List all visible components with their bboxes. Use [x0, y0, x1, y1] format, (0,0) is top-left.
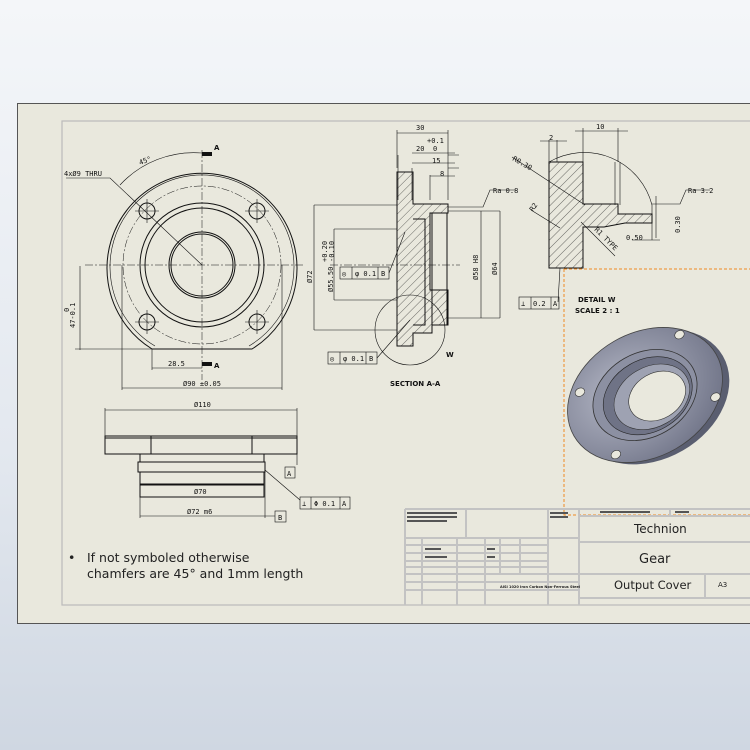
section-title: SECTION A-A [390, 380, 441, 388]
svg-text:◎: ◎ [330, 355, 335, 363]
dim-72m6: Ø72 m6 [187, 508, 212, 516]
svg-text:φ 0.1: φ 0.1 [343, 355, 364, 363]
svg-text:Φ 0.1: Φ 0.1 [314, 500, 335, 508]
svg-text:•: • [68, 550, 75, 565]
dim-64: Ø64 [491, 262, 499, 275]
height-dim: 47-0.1 [69, 303, 77, 328]
dim-70: Ø70 [194, 488, 207, 496]
dim-bore-tol-upper: +0.20 [321, 241, 329, 262]
note-line-1: If not symboled otherwise [87, 550, 250, 565]
side-view: Ø110 Ø70 Ø72 m6 A B ⊥ Φ 0.1 A [104, 401, 351, 523]
r2-label: R2 [528, 202, 539, 214]
svg-text:⊥: ⊥ [302, 500, 306, 508]
dim-10: 10 [596, 123, 604, 131]
front-view: 4xØ9 THRU 45° A A 47-0.1 0 28.5 Ø90 ±0.0… [63, 144, 305, 390]
dim-110: Ø110 [194, 401, 211, 409]
dim-bore-tol-lower: -0.10 [328, 241, 336, 262]
dim-15: 15 [432, 157, 440, 165]
note-line-2: chamfers are 45° and 1mm length [87, 566, 303, 581]
svg-text:B: B [369, 355, 373, 363]
detail-view: 2 10 R0.30 R2 R1 TYPE Ra 3.2 0.50 0.30 ⊥… [511, 123, 713, 315]
material: AISI 1020 Iron Carbon Non-Ferrous Steel [500, 585, 580, 589]
detail-scale: SCALE 2 : 1 [575, 307, 620, 315]
perpendicularity-frame: ⊥ 0.2 A [518, 296, 560, 310]
datum-b: B [278, 514, 282, 522]
dim-050: 0.50 [626, 234, 643, 242]
svg-text:⊥: ⊥ [521, 300, 525, 308]
section-marker-top: A [214, 144, 220, 152]
dim-030: 0.30 [674, 216, 682, 233]
dim-8: 8 [440, 170, 444, 178]
bolt-holes [135, 199, 269, 334]
general-notes: • If not symboled otherwise chamfers are… [68, 550, 303, 581]
r030-label: R0.30 [511, 155, 533, 172]
dim-72: Ø72 [306, 270, 314, 283]
isometric-view[interactable] [543, 298, 750, 494]
angle-dim: 45° [138, 155, 153, 167]
dim-2: 2 [549, 134, 553, 142]
dim-20-tol-lower: 0 [433, 145, 437, 153]
part-name: Output Cover [614, 578, 692, 592]
drawing-border [61, 120, 750, 606]
dim-20: 20 [416, 145, 424, 153]
dim-58: Ø58 H8 [472, 255, 480, 280]
section-view: 30 +0.1 20 0 15 8 Ra 0.8 Ø72 Ø55.50 +0.2… [306, 124, 518, 388]
offset-dim: 28.5 [168, 360, 185, 368]
detail-marker: W [446, 351, 454, 359]
concentricity-frame-2: ◎ φ 0.1 B [327, 319, 411, 365]
title-block: Technion Gear Output Cover A3 AISI 1020 … [404, 508, 750, 605]
dim-30: 30 [416, 124, 424, 132]
roughness-label: Ra 0.8 [493, 187, 518, 195]
roughness-label-detail: Ra 3.2 [688, 187, 713, 195]
side-perpendicularity-frame: ⊥ Φ 0.1 A [299, 496, 351, 510]
sheet-size: A3 [718, 581, 727, 589]
datum-a: A [287, 470, 292, 478]
svg-text:◎: ◎ [342, 270, 347, 278]
r1-type-label: R1 TYPE [593, 226, 620, 253]
svg-text:A: A [553, 300, 558, 308]
svg-text:φ 0.1: φ 0.1 [355, 270, 376, 278]
svg-text:B: B [381, 270, 385, 278]
section-marker-bottom: A [214, 362, 220, 370]
height-dim-tol: 0 [63, 308, 71, 312]
holes-note: 4xØ9 THRU [64, 170, 102, 178]
detail-title: DETAIL W [578, 296, 616, 304]
company-name: Technion [633, 522, 687, 536]
dim-bore: Ø55.50 [327, 267, 335, 292]
concentricity-frame-1: ◎ φ 0.1 B [339, 231, 406, 280]
svg-text:A: A [342, 500, 347, 508]
dim-20-tol-upper: +0.1 [427, 137, 444, 145]
drawing-title: Gear [639, 552, 671, 567]
bolt-circle-dim: Ø90 ±0.05 [183, 380, 221, 388]
svg-text:0.2: 0.2 [533, 300, 546, 308]
